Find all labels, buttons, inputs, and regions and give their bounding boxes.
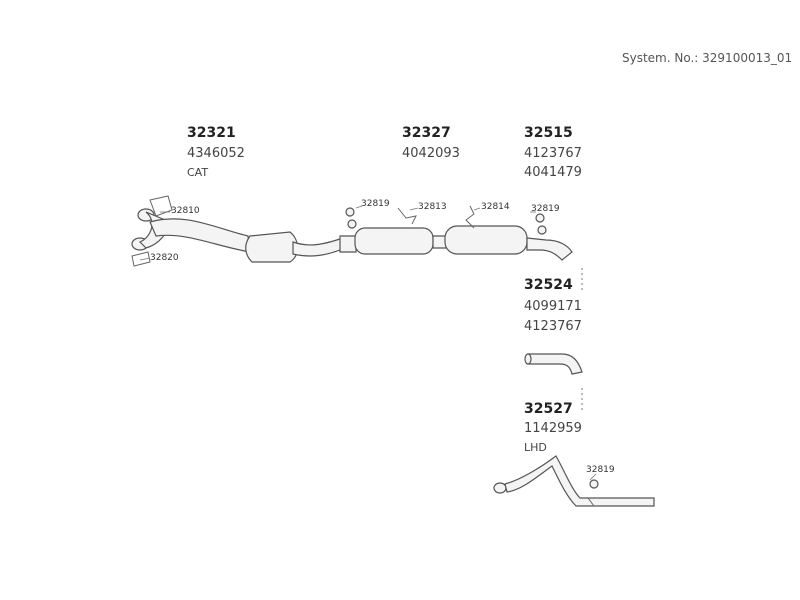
rubber-mount-2b xyxy=(537,225,547,235)
hanger-bracket-32814 xyxy=(465,205,475,229)
manifold-gasket xyxy=(149,195,173,217)
intermediate-pipe xyxy=(292,237,346,257)
part-number-32515: 32515 xyxy=(524,125,573,141)
note-cat: CAT xyxy=(187,166,209,179)
reference-4041479: 4041479 xyxy=(524,165,582,180)
callout-32819-c: 32819 xyxy=(586,465,615,475)
downpipe xyxy=(149,218,251,253)
hangers-main xyxy=(345,205,547,235)
callout-32814: 32814 xyxy=(481,202,510,212)
rear-silencer-body xyxy=(444,225,528,255)
rubber-mount-1a xyxy=(345,207,355,217)
part-number-32327: 32327 xyxy=(402,125,451,141)
reference-4099171: 4099171 xyxy=(524,299,582,314)
leader-lines xyxy=(139,205,597,481)
reference-4042093: 4042093 xyxy=(402,146,460,161)
lhd-tail-assembly xyxy=(493,388,655,507)
callout-32810: 32810 xyxy=(171,206,200,216)
part-number-32524: 32524 xyxy=(524,277,573,293)
alt-tail-pipe-body xyxy=(527,353,583,375)
middle-silencer-body xyxy=(354,227,434,255)
callout-32819-b: 32819 xyxy=(531,204,560,214)
callout-32819-a: 32819 xyxy=(361,199,390,209)
reference-4346052: 4346052 xyxy=(187,146,245,161)
note-lhd: LHD xyxy=(524,441,547,454)
catalytic-converter xyxy=(245,231,299,263)
lhd-tail-pipe xyxy=(504,455,655,507)
leader-32820 xyxy=(139,257,151,261)
tail-pipe xyxy=(526,237,573,261)
reference-1142959: 1142959 xyxy=(524,421,582,436)
lhd-rubber-mount xyxy=(589,479,599,489)
leader-32819-a xyxy=(355,205,363,209)
rubber-mount-2a xyxy=(535,213,545,223)
alt-tail-pipe xyxy=(524,268,583,375)
middle-silencer xyxy=(339,227,449,255)
part-number-32321: 32321 xyxy=(187,125,236,141)
leader-32819-c xyxy=(589,473,597,481)
system-number: System. No.: 329100013_01 xyxy=(622,51,793,65)
lhd-clamp xyxy=(493,482,507,494)
leader-32814 xyxy=(473,207,481,211)
rear-silencer xyxy=(444,225,573,261)
lower-gasket xyxy=(131,251,151,267)
inlet-connector xyxy=(339,235,357,253)
alt-tail-pipe-end xyxy=(524,353,532,365)
hanger-bracket-32813 xyxy=(397,207,417,225)
reference-4123767-b: 4123767 xyxy=(524,319,582,334)
callout-32820: 32820 xyxy=(150,253,179,263)
part-number-32527: 32527 xyxy=(524,401,573,417)
front-pipe-catalyst xyxy=(131,195,346,267)
leader-32813 xyxy=(409,207,419,211)
callout-32813: 32813 xyxy=(418,202,447,212)
lhd-hanger xyxy=(587,497,595,507)
reference-4123767: 4123767 xyxy=(524,146,582,161)
rubber-mount-1b xyxy=(347,219,357,229)
